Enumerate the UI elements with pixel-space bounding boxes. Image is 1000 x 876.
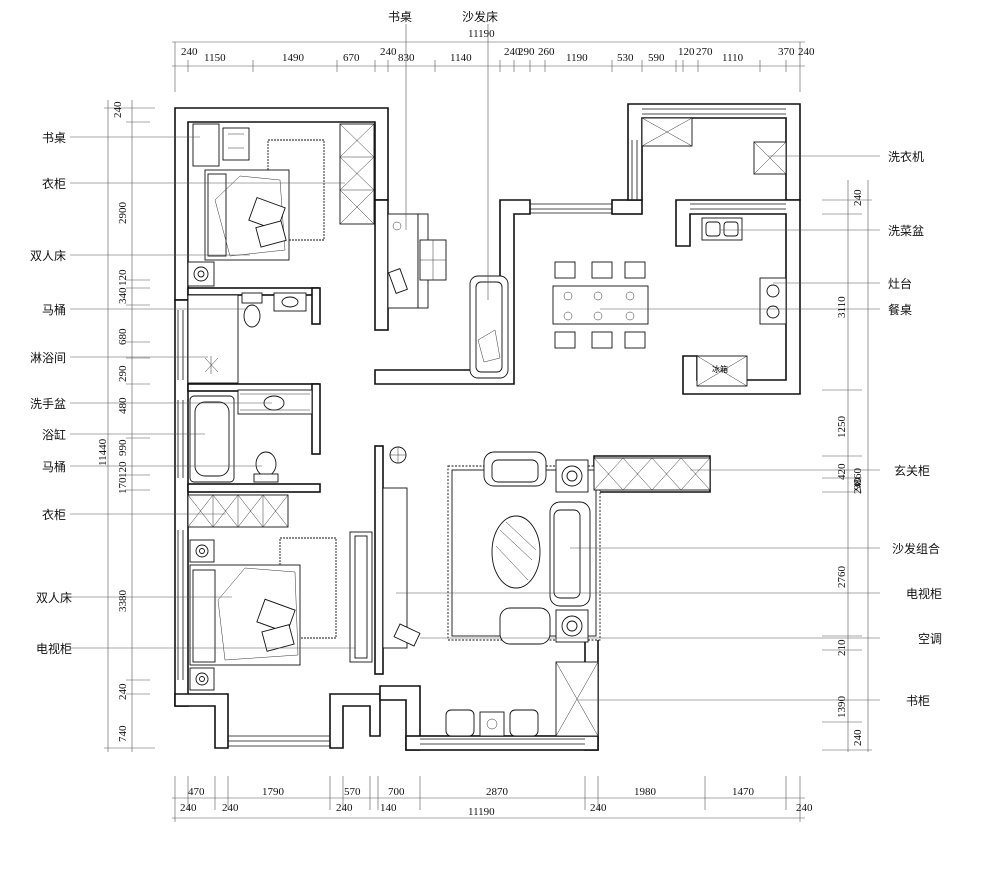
label-toilet-upper: 马桶	[42, 303, 67, 317]
bottom-dim: 240	[336, 802, 353, 814]
bottom-dim: 470	[188, 786, 205, 798]
bottom-dim: 240	[222, 802, 239, 814]
label-shower-room: 淋浴间	[30, 351, 67, 365]
left-dimension-lines	[104, 100, 155, 752]
right-dim: 210	[836, 639, 848, 657]
top-dim: 290	[518, 46, 535, 58]
bottom-dim: 240	[796, 802, 813, 814]
bottom-dim: 1980	[634, 786, 656, 798]
upper-bedroom-furniture	[187, 123, 375, 287]
left-dim: 240	[112, 101, 124, 119]
living-room-furniture	[382, 446, 711, 737]
top-total-dimension: 11190	[468, 28, 495, 40]
bottom-total-dimension: 11190	[468, 806, 495, 818]
right-dim: 420	[836, 463, 848, 481]
bottom-dim: 240	[180, 802, 197, 814]
right-dim: 240	[852, 729, 864, 747]
left-dim: 290	[117, 365, 129, 383]
bottom-dim: 1790	[262, 786, 284, 798]
fridge-label: 冰箱	[712, 364, 728, 374]
left-dim: 740	[117, 725, 129, 743]
top-dim: 240	[181, 46, 198, 58]
top-dim: 260	[538, 46, 555, 58]
left-dim: 120	[117, 461, 129, 479]
label-tv-cabinet-right: 电视柜	[906, 587, 943, 601]
label-bathtub: 浴缸	[42, 428, 67, 442]
label-desk-top: 书桌	[388, 10, 413, 24]
top-dim: 1110	[722, 52, 744, 64]
bottom-dim: 240	[590, 802, 607, 814]
label-bookcase: 书柜	[906, 694, 931, 708]
top-dim: 1490	[282, 52, 304, 64]
right-dimension-lines	[822, 180, 872, 752]
label-dining-table: 餐桌	[888, 303, 913, 317]
bottom-dimension-lines	[172, 776, 805, 822]
right-dim: 1250	[836, 416, 848, 438]
label-double-bed-lower: 双人床	[36, 591, 73, 605]
bottom-dim: 2870	[486, 786, 508, 798]
bottom-dim: 700	[388, 786, 405, 798]
bottom-dim: 1470	[732, 786, 754, 798]
right-total-dimension: 9860	[852, 468, 864, 490]
left-dim: 480	[117, 397, 129, 415]
top-dim: 670	[343, 52, 360, 64]
top-dim: 240	[504, 46, 521, 58]
top-dim: 370	[778, 46, 795, 58]
label-wardrobe-lower: 衣柜	[42, 508, 67, 522]
lower-bedroom-furniture	[187, 494, 373, 691]
left-total-dimension: 11440	[97, 438, 109, 466]
label-toilet-lower: 马桶	[42, 460, 67, 474]
left-dim: 2900	[117, 202, 129, 224]
dining-kitchen-furniture	[552, 117, 787, 387]
study-furniture	[387, 213, 509, 379]
left-dim: 170	[117, 477, 129, 495]
top-dim: 240	[380, 46, 397, 58]
top-dim: 530	[617, 52, 634, 64]
top-dim: 1140	[450, 52, 472, 64]
left-dim: 240	[117, 683, 129, 701]
right-dim: 2760	[836, 566, 848, 588]
left-dim: 340	[117, 287, 129, 305]
right-dim: 3110	[836, 296, 848, 318]
label-desk-left: 书桌	[42, 131, 67, 145]
windows	[177, 103, 786, 747]
left-dim: 990	[117, 439, 129, 457]
label-stove: 灶台	[888, 277, 913, 291]
top-dim: 1150	[204, 52, 226, 64]
label-air-conditioner: 空调	[918, 632, 943, 646]
right-dim: 1390	[836, 696, 848, 718]
top-dim: 120	[678, 46, 695, 58]
top-dim: 270	[696, 46, 713, 58]
top-dim: 240	[798, 46, 815, 58]
label-entry-cabinet: 玄关柜	[894, 464, 931, 478]
right-dim: 240	[852, 189, 864, 207]
left-dim: 120	[117, 269, 129, 287]
bottom-dim: 140	[380, 802, 397, 814]
top-dim: 590	[648, 52, 665, 64]
bottom-dim: 570	[344, 786, 361, 798]
top-dim: 1190	[566, 52, 588, 64]
label-wash-basin: 洗手盆	[30, 397, 67, 411]
left-dim: 3380	[117, 590, 129, 612]
top-dim: 830	[398, 52, 415, 64]
bathroom-one-fixtures	[187, 292, 313, 483]
leader-lines	[70, 24, 880, 701]
label-sofa-set: 沙发组合	[892, 542, 941, 556]
label-wardrobe-upper: 衣柜	[42, 177, 67, 191]
left-dim: 680	[117, 328, 129, 346]
label-tv-cabinet-left: 电视柜	[36, 642, 73, 656]
label-washing-machine: 洗衣机	[888, 150, 925, 164]
label-vegetable-sink: 洗菜盆	[888, 224, 925, 238]
label-sofa-bed-top: 沙发床	[462, 10, 499, 24]
top-dimension-lines	[172, 41, 805, 92]
label-double-bed-upper: 双人床	[30, 249, 67, 263]
